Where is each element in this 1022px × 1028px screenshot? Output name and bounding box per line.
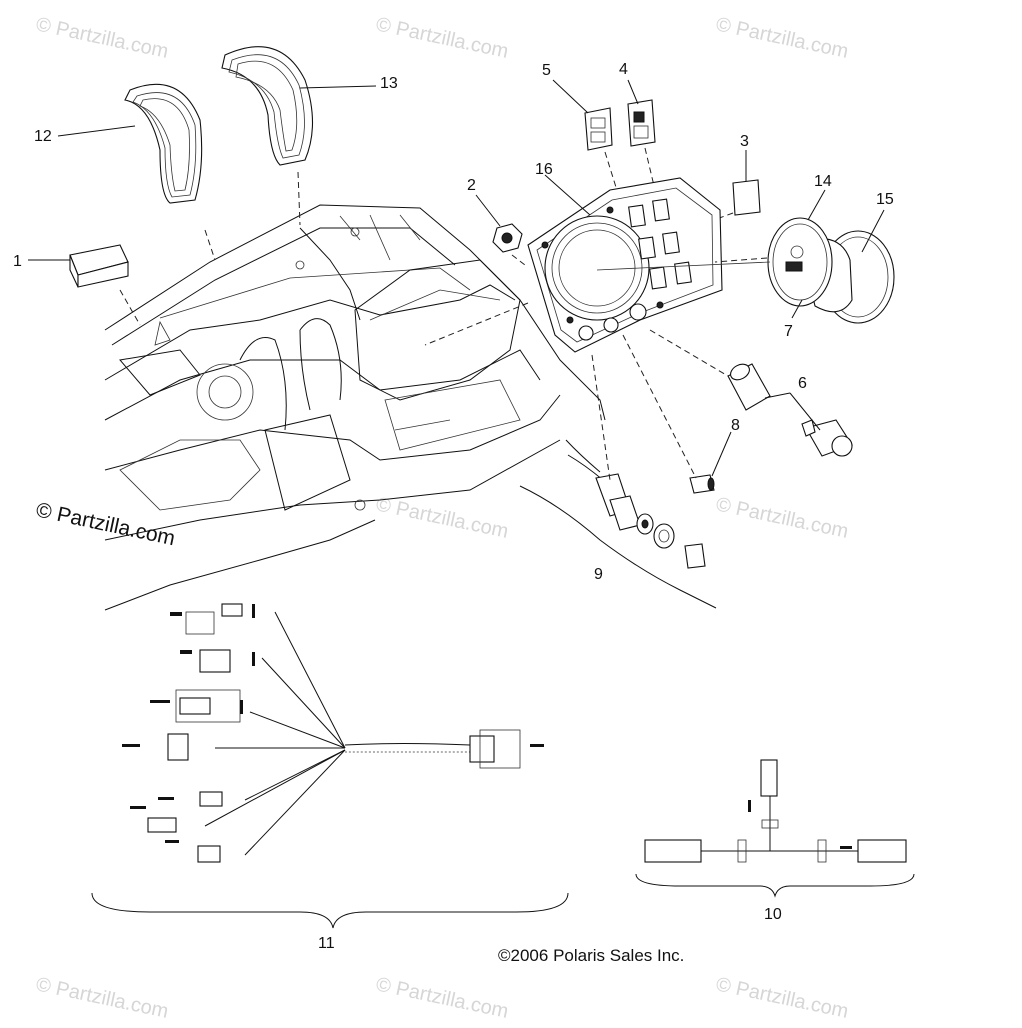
part-12-vent-bezel [57, 83, 216, 261]
callout-15: 15 [876, 191, 894, 208]
callout-14: 14 [814, 173, 832, 190]
callout-12: 12 [34, 128, 52, 145]
part-3-label [699, 150, 761, 226]
copyright-notice: ©2006 Polaris Sales Inc. [498, 946, 684, 965]
callout-2: 2 [467, 177, 476, 194]
part-16-instrument-pod [424, 174, 723, 353]
callout-13: 13 [380, 75, 398, 92]
part-6-power-outlet [649, 329, 853, 457]
part-1-connector [28, 244, 141, 326]
watermark-group: © Partzilla.com © Partzilla.com © Partzi… [34, 13, 850, 1023]
callout-6: 6 [798, 375, 807, 392]
callout-8: 8 [731, 417, 740, 434]
part-4-switch [627, 79, 656, 191]
watermark: © Partzilla.com [34, 973, 170, 1023]
watermark: © Partzilla.com [34, 13, 170, 63]
watermark: © Partzilla.com [714, 13, 850, 63]
callout-7: 7 [784, 323, 793, 340]
part-8-indicator [622, 334, 732, 494]
part-9-ignition [519, 354, 717, 609]
watermark: © Partzilla.com [374, 973, 510, 1023]
harness-connector-group [147, 603, 521, 863]
callout-5: 5 [542, 62, 551, 79]
part-13-vent-bezel [221, 46, 377, 226]
part-11-main-harness [91, 603, 569, 929]
watermark: © Partzilla.com [374, 13, 510, 63]
harness-tiny-labels [122, 604, 544, 843]
watermark: © Partzilla.com [714, 973, 850, 1023]
callout-1: 1 [13, 253, 22, 270]
watermark: © Partzilla.com [714, 493, 850, 543]
watermark: © Partzilla.com [374, 493, 510, 543]
callout-11: 11 [318, 935, 335, 952]
part-10-sub-harness [635, 759, 915, 898]
callout-9: 9 [594, 566, 603, 583]
callout-10: 10 [764, 906, 782, 923]
callout-4: 4 [619, 61, 628, 78]
callout-labels: 1 2 3 4 5 6 7 8 9 10 11 12 13 14 15 16 [13, 61, 894, 952]
part-2-nut [475, 194, 526, 266]
part-14-gauge [596, 189, 853, 319]
callout-16: 16 [535, 161, 553, 178]
part-5-switch [552, 79, 621, 201]
callout-3: 3 [740, 133, 749, 150]
dashboard-body [104, 204, 606, 611]
